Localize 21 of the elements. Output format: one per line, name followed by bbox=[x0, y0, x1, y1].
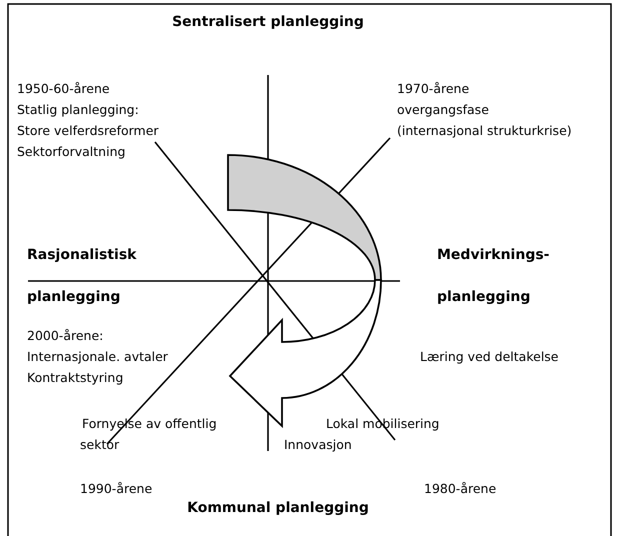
note-text: Sektorforvaltning bbox=[17, 144, 126, 160]
note-text: 1970-årene bbox=[397, 81, 470, 97]
note-text: Store velferdsreformer bbox=[17, 123, 159, 139]
note-text: 1980-årene bbox=[424, 481, 496, 497]
note-text: (internasjonal strukturkrise) bbox=[397, 123, 572, 139]
note-text: Læring ved deltakelse bbox=[420, 349, 558, 365]
note-text: Statlig planlegging: bbox=[17, 102, 139, 118]
note-text: 2000-årene: bbox=[27, 328, 104, 344]
axis-label: planlegging bbox=[27, 289, 120, 305]
axis-label: Sentralisert planlegging bbox=[172, 14, 364, 30]
note-text: 1950-60-årene bbox=[17, 81, 110, 97]
note-text: Innovasjon bbox=[284, 437, 352, 453]
note-text: sektor bbox=[80, 437, 120, 453]
axis-label: planlegging bbox=[437, 289, 530, 305]
note-text: overgangsfase bbox=[397, 102, 489, 118]
note-text: 1990-årene bbox=[80, 481, 152, 497]
axis-label: Rasjonalistisk bbox=[27, 247, 136, 263]
note-text: Internasjonale. avtaler bbox=[27, 349, 168, 365]
axis-label: Medvirknings- bbox=[437, 247, 550, 263]
axis-label: Kommunal planlegging bbox=[187, 500, 369, 516]
note-text: Kontraktstyring bbox=[27, 370, 124, 386]
